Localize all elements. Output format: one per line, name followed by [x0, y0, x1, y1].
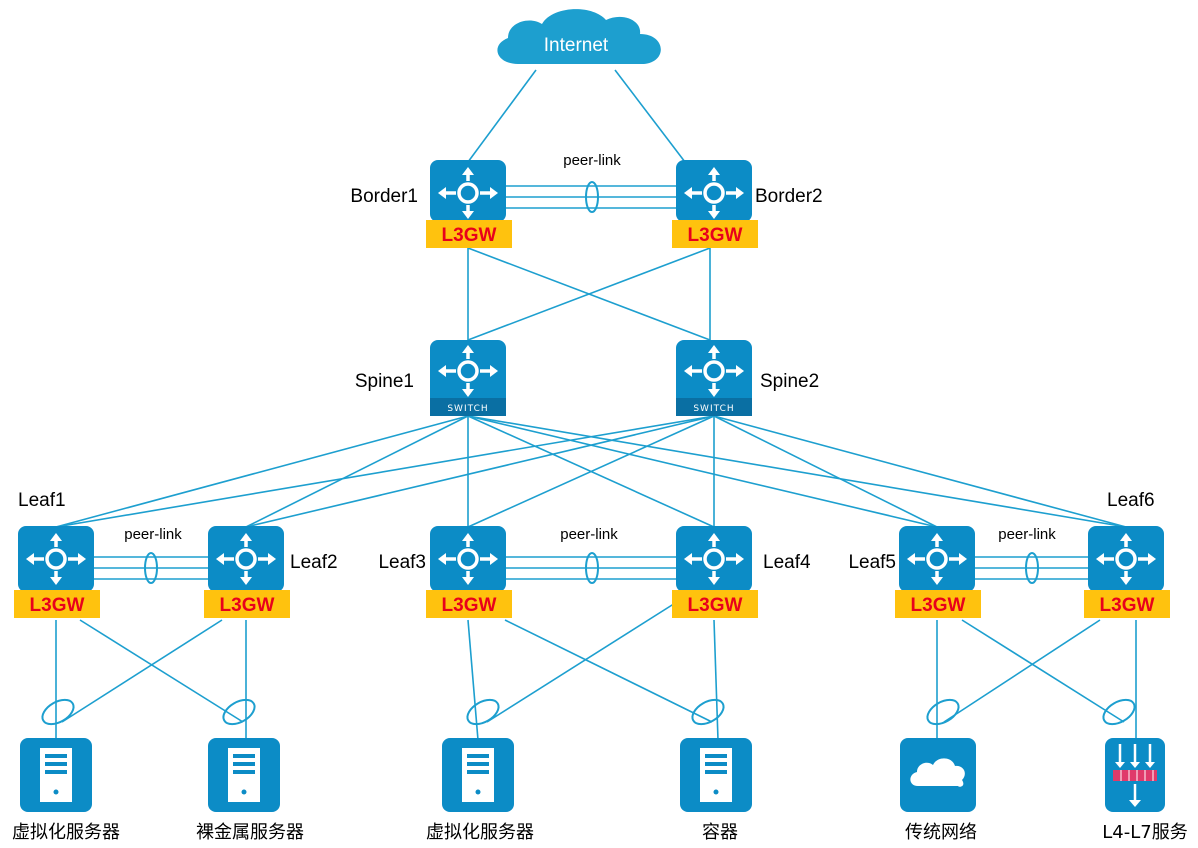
border1-router: L3GW [426, 160, 512, 248]
gateway-badge: L3GW [442, 225, 497, 246]
gateway-badge: L3GW [911, 595, 966, 616]
leaf2-label: Leaf2 [290, 552, 338, 573]
links [55, 69, 1137, 741]
endpoint-label-bare-metal: 裸金属服务器 [196, 822, 304, 843]
leaf6-switch: L3GW [1084, 526, 1170, 618]
border2-router: L3GW [672, 160, 758, 248]
gateway-badge: L3GW [688, 595, 743, 616]
cloud-icon [900, 738, 976, 812]
leaf4-switch: L3GW [672, 526, 758, 618]
border2-label: Border2 [755, 186, 823, 207]
endpoint-label-container: 容器 [702, 822, 738, 843]
endpoint-label-traditional-network: 传统网络 [905, 822, 977, 843]
leaf3-switch: L3GW [426, 526, 512, 618]
gateway-badge: L3GW [1100, 595, 1155, 616]
internet-label: Internet [544, 35, 609, 56]
peer-link-label-border: peer-link [563, 152, 621, 169]
endpoint-label-virtual-server-1: 虚拟化服务器 [12, 822, 120, 843]
leaf5-label: Leaf5 [848, 552, 896, 573]
gateway-badge: L3GW [688, 225, 743, 246]
leaf2-switch: L3GW [204, 526, 290, 618]
server-icon [442, 738, 514, 812]
peer-link-label-leaf34: peer-link [560, 526, 618, 543]
firewall-icon [1105, 738, 1165, 812]
border1-label: Border1 [350, 186, 418, 207]
internet-cloud: Internet [497, 9, 661, 64]
endpoint-label-virtual-server-2: 虚拟化服务器 [426, 822, 534, 843]
peer-link-label-leaf12: peer-link [124, 526, 182, 543]
link-bundle-markers [41, 181, 1136, 726]
server-icon [680, 738, 752, 812]
gateway-badge: L3GW [30, 595, 85, 616]
spine2-label: Spine2 [760, 371, 819, 392]
leaf5-switch: L3GW [895, 526, 981, 618]
server-icon [208, 738, 280, 812]
leaf6-label: Leaf6 [1107, 490, 1155, 511]
switch-label: SWITCH [693, 404, 734, 414]
leaf1-switch: L3GW [14, 526, 100, 618]
spine1-label: Spine1 [355, 371, 414, 392]
peer-link-label-leaf56: peer-link [998, 526, 1056, 543]
server-icon [20, 738, 92, 812]
leaf4-label: Leaf4 [763, 552, 811, 573]
leaf3-label: Leaf3 [378, 552, 426, 573]
spine2-switch: SWITCH [676, 340, 752, 416]
spine1-switch: SWITCH [430, 340, 506, 416]
switch-label: SWITCH [447, 404, 488, 414]
leaf1-label: Leaf1 [18, 490, 66, 511]
endpoint-label-l4-l7: L4-L7服务 [1102, 822, 1187, 843]
gateway-badge: L3GW [220, 595, 275, 616]
gateway-badge: L3GW [442, 595, 497, 616]
